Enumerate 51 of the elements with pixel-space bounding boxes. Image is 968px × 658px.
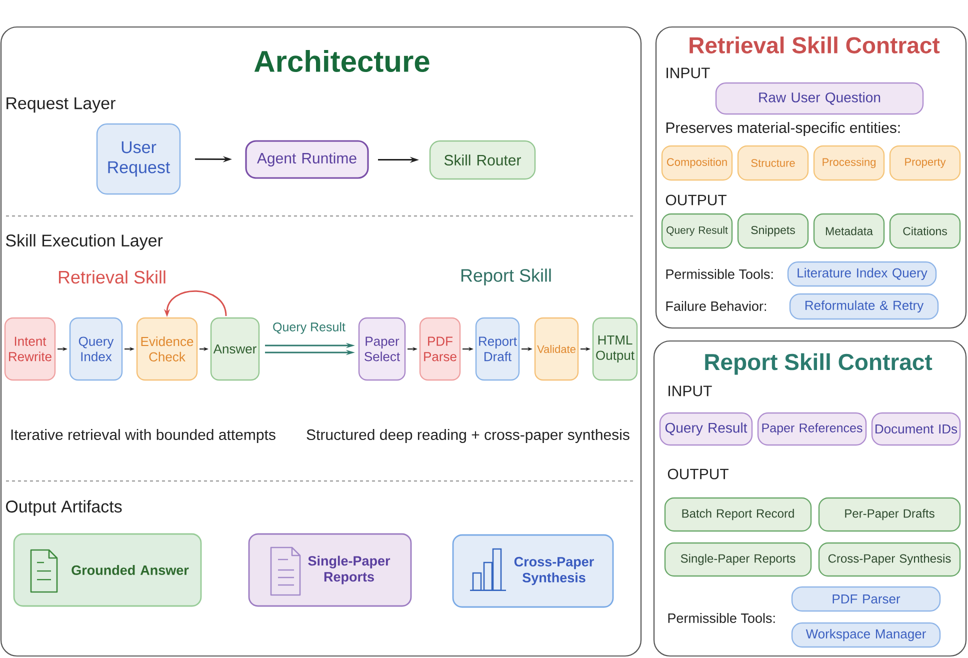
process-box: Validate: [534, 317, 579, 381]
input-tag: Query Result: [659, 412, 753, 446]
input-tag: Paper References: [757, 412, 867, 446]
section-heading: Skill Execution Layer: [6, 234, 163, 250]
field-label: Permissible Tools:: [668, 613, 775, 623]
output-tag: Citations: [889, 213, 961, 249]
field-label: OUTPUT: [666, 194, 727, 206]
output-tag: Snippets: [737, 213, 809, 249]
process-box: HTML Output: [592, 317, 638, 381]
output-card: Grounded Answer: [13, 533, 202, 607]
input-tag: Document IDs: [871, 412, 961, 446]
edge-label: Query Result: [272, 321, 346, 335]
output-tag: Single-Paper Reports: [664, 542, 812, 577]
process-box: Paper Select: [358, 317, 406, 381]
group-heading: Report Skill: [461, 268, 551, 286]
output-tag: Metadata: [813, 213, 885, 249]
tool-pill: PDF Parser: [791, 586, 941, 612]
section-heading: Output Artifacts: [6, 500, 122, 516]
process-box: User Request: [96, 123, 181, 195]
section-heading: Request Layer: [6, 97, 116, 113]
tool-pill: Reformulate & Retry: [789, 293, 939, 320]
output-card: Single-Paper Reports: [248, 533, 412, 607]
input-tag: Raw User Question: [715, 82, 924, 115]
tool-pill: Literature Index Query: [787, 261, 937, 287]
output-tag: Per-Paper Drafts: [818, 497, 961, 532]
caption: Structured deep reading + cross-paper synthesis: [306, 429, 630, 443]
entity-tag: Property: [889, 145, 961, 181]
process-box: Evidence Check: [136, 317, 198, 381]
tool-pill: Workspace Manager: [791, 622, 941, 648]
field-label: Preserves material-specific entities:: [666, 122, 900, 136]
output-tag: Batch Report Record: [664, 497, 812, 532]
process-box: Report Draft: [475, 317, 520, 381]
field-label: INPUT: [668, 386, 712, 396]
process-box: Answer: [210, 317, 260, 381]
field-label: Failure Behavior:: [666, 301, 766, 311]
entity-tag: Composition: [661, 145, 733, 181]
entity-tag: Structure: [737, 145, 809, 181]
field-label: OUTPUT: [668, 468, 729, 480]
process-box: PDF Parse: [419, 317, 461, 381]
process-box: Query Index: [69, 317, 123, 381]
field-label: Permissible Tools:: [666, 269, 773, 279]
group-heading: Retrieval Skill: [58, 270, 166, 284]
output-tag: Cross-Paper Synthesis: [818, 542, 961, 577]
output-tag: Query Result: [661, 213, 733, 249]
output-card: Cross-Paper Synthesis: [452, 534, 614, 608]
process-box: Intent Rewrite: [4, 317, 56, 381]
process-box: Skill Router: [429, 140, 536, 180]
entity-tag: Processing: [813, 145, 885, 181]
field-label: INPUT: [666, 68, 710, 78]
caption: Iterative retrieval with bounded attempts: [11, 429, 276, 443]
process-box: Agent Runtime: [245, 140, 369, 179]
